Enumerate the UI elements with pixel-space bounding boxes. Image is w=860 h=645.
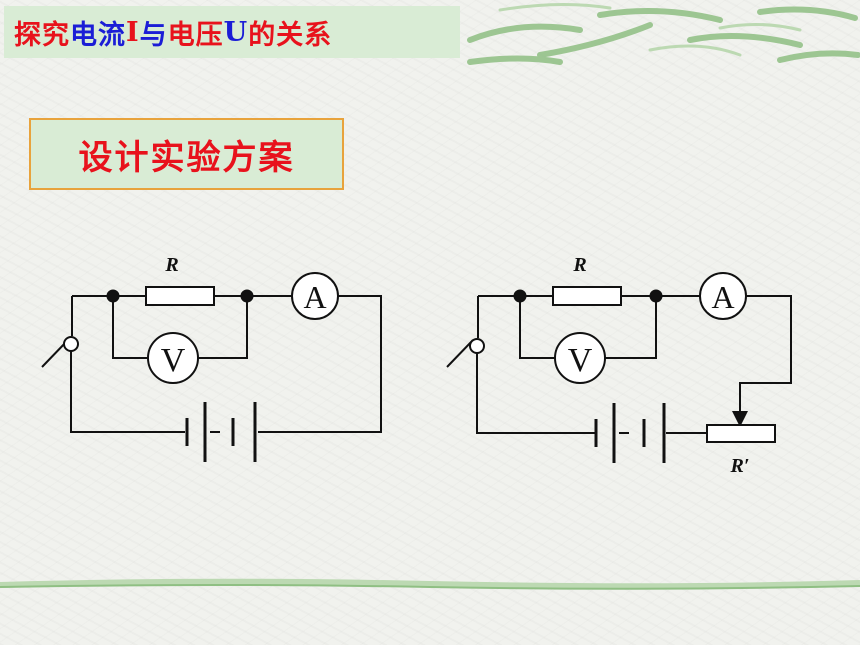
circuit-2-rheostat-label: R′ bbox=[730, 455, 750, 477]
circuit-1-voltmeter bbox=[147, 332, 199, 384]
circuit-2-rheostat bbox=[706, 424, 776, 443]
title-part-4: 与 bbox=[139, 19, 168, 51]
circuit-1 bbox=[41, 272, 382, 462]
circuit-1-switch-contact bbox=[63, 336, 79, 352]
circuit-2-battery bbox=[594, 403, 666, 463]
title-part-7: 的关系 bbox=[248, 19, 333, 51]
circuit-1-resistor-label: R bbox=[164, 254, 178, 276]
circuit-2-voltmeter-label: V bbox=[568, 342, 593, 379]
circuit-2-junction-left bbox=[513, 289, 527, 303]
circuit-1-wires bbox=[41, 295, 382, 433]
circuit-2-switch-contact bbox=[469, 338, 485, 354]
circuit-2-resistor bbox=[552, 286, 622, 306]
title-part-6: U bbox=[223, 16, 249, 48]
title-part-2: 电流 bbox=[70, 19, 126, 51]
title-part-5: 电压 bbox=[167, 19, 224, 51]
circuit-2-voltmeter bbox=[554, 332, 606, 384]
circuit-2-junction-right bbox=[649, 289, 663, 303]
circuit-2-ammeter bbox=[699, 272, 747, 320]
title-part-3: I bbox=[126, 16, 140, 48]
circuit-2-resistor-label: R bbox=[572, 254, 586, 276]
decorative-leaf-band bbox=[467, 2, 860, 65]
decorative-bottom-band bbox=[0, 578, 860, 590]
circuit-1-ammeter bbox=[291, 272, 339, 320]
circuit-1-junction-right bbox=[240, 289, 254, 303]
circuit-1-voltmeter-label: V bbox=[161, 342, 186, 379]
circuit-2 bbox=[446, 272, 792, 463]
circuit-2-ammeter-label: A bbox=[711, 279, 734, 315]
section-heading: 设计实验方案 bbox=[29, 118, 344, 190]
circuit-1-battery bbox=[185, 402, 257, 462]
circuit-1-resistor bbox=[145, 286, 215, 306]
circuit-1-ammeter-label: A bbox=[303, 279, 326, 315]
title-part-1: 探究 bbox=[14, 19, 70, 51]
circuit-1-junction-left bbox=[106, 289, 120, 303]
